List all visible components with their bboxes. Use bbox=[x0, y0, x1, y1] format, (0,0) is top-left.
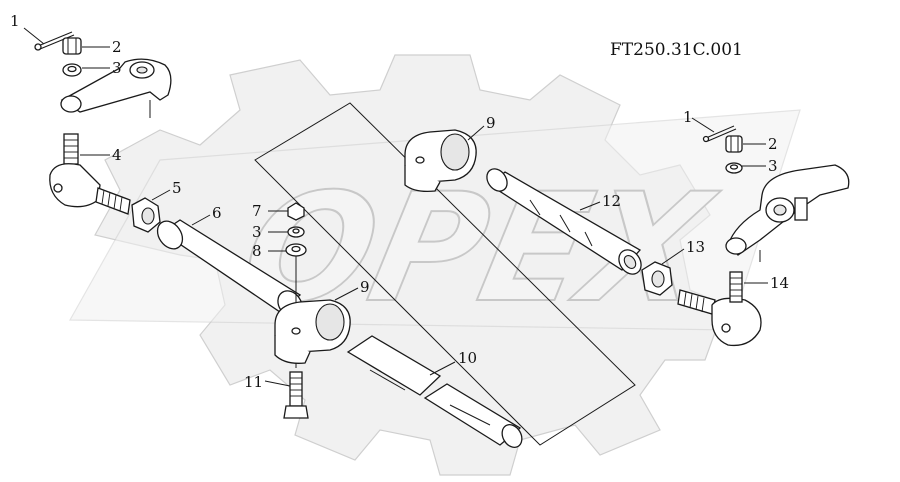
callout-7: 7 bbox=[252, 202, 262, 220]
flat-washer-mid bbox=[285, 243, 307, 257]
split-tube bbox=[346, 335, 523, 448]
steering-arm-right bbox=[725, 164, 850, 262]
callout-2-left: 2 bbox=[112, 38, 122, 56]
callout-14: 14 bbox=[770, 274, 789, 292]
washer-mid bbox=[287, 226, 305, 238]
drawing-code: FT250.31C.001 bbox=[610, 40, 743, 60]
callout-1-right: 1 bbox=[683, 108, 693, 126]
callout-3-left: 3 bbox=[112, 59, 122, 77]
callout-9-top: 9 bbox=[486, 114, 496, 132]
callout-2-right: 2 bbox=[768, 135, 778, 153]
hex-nut-right bbox=[641, 261, 673, 296]
bolt-lower bbox=[283, 371, 309, 419]
tie-rod-end-left bbox=[49, 133, 131, 215]
washer-left bbox=[62, 63, 82, 77]
callout-6: 6 bbox=[212, 204, 222, 222]
callout-10: 10 bbox=[458, 349, 477, 367]
castle-nut-left bbox=[62, 37, 82, 55]
callout-12: 12 bbox=[602, 192, 621, 210]
clamp-lower bbox=[274, 299, 351, 364]
steering-arm-left bbox=[60, 58, 172, 118]
clamp-upper bbox=[404, 129, 477, 193]
callout-3-right: 3 bbox=[768, 157, 778, 175]
leader-lines bbox=[23, 27, 768, 387]
lock-nut-mid bbox=[287, 202, 305, 221]
hex-nut-left bbox=[131, 197, 161, 233]
callout-11: 11 bbox=[244, 373, 263, 391]
callout-1-left: 1 bbox=[10, 12, 20, 30]
castle-nut-right bbox=[725, 135, 743, 153]
tie-rod-end-right bbox=[677, 271, 762, 347]
callout-8: 8 bbox=[252, 242, 262, 260]
cotter-pin-right bbox=[702, 125, 737, 143]
callout-5: 5 bbox=[172, 179, 182, 197]
callout-4: 4 bbox=[112, 146, 122, 164]
washer-right bbox=[725, 162, 743, 174]
callout-3-mid: 3 bbox=[252, 223, 262, 241]
section-outline bbox=[254, 102, 636, 446]
callout-9-mid: 9 bbox=[360, 278, 370, 296]
tie-rod-tube-right bbox=[486, 168, 642, 275]
callout-13: 13 bbox=[686, 238, 705, 256]
